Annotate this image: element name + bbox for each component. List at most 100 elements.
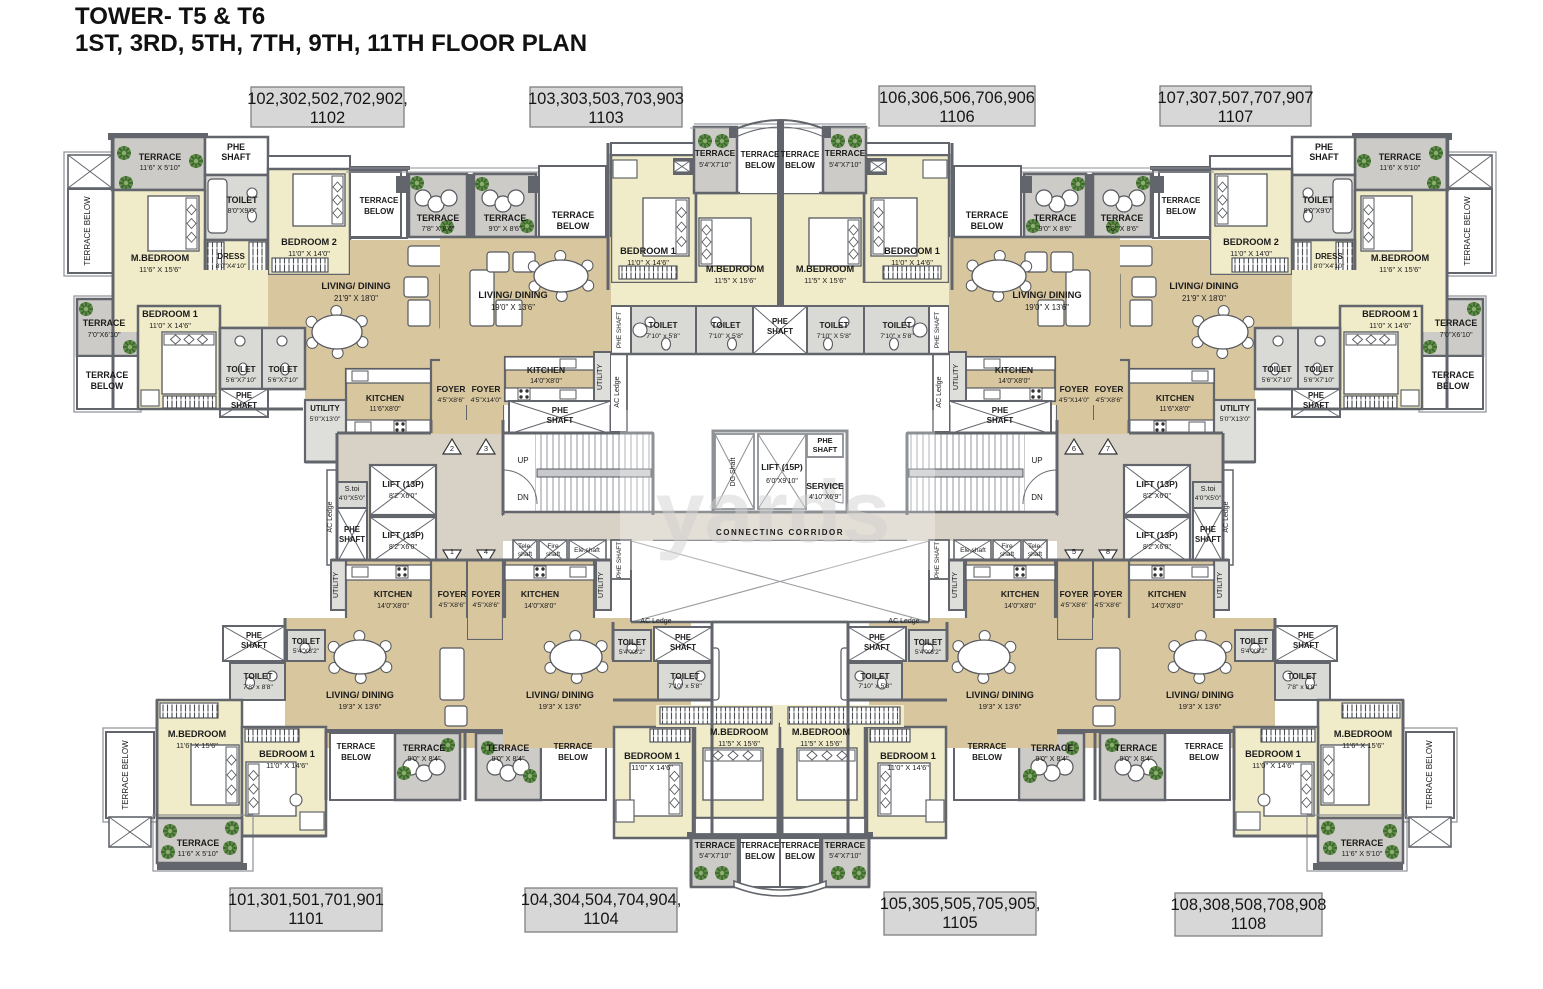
svg-text:BEDROOM 1: BEDROOM 1 bbox=[620, 246, 676, 256]
svg-text:106,306,506,706,906: 106,306,506,706,906 bbox=[879, 89, 1035, 107]
svg-text:SHAFT: SHAFT bbox=[221, 152, 251, 162]
svg-text:11'6" X 15'6": 11'6" X 15'6" bbox=[176, 741, 218, 750]
svg-text:Tele.: Tele. bbox=[518, 543, 532, 550]
svg-text:19'0" X 13'6": 19'0" X 13'6" bbox=[1025, 303, 1069, 312]
svg-text:PHE SHAFT: PHE SHAFT bbox=[616, 312, 623, 349]
svg-text:5'4"X8'2": 5'4"X8'2" bbox=[619, 649, 646, 656]
svg-text:102,302,502,702,902,: 102,302,502,702,902, bbox=[247, 90, 408, 108]
svg-text:BEDROOM 1: BEDROOM 1 bbox=[884, 246, 940, 256]
svg-text:TERRACE: TERRACE bbox=[741, 841, 780, 850]
svg-text:1108: 1108 bbox=[1231, 915, 1266, 933]
svg-text:Ele.shaft: Ele.shaft bbox=[960, 547, 986, 554]
svg-text:11'0" X 14'6": 11'0" X 14'6" bbox=[627, 258, 669, 267]
svg-text:PHE: PHE bbox=[1315, 142, 1333, 152]
svg-text:11'6" X 5'10": 11'6" X 5'10" bbox=[1342, 849, 1383, 858]
svg-text:BELOW: BELOW bbox=[972, 753, 1002, 762]
svg-text:shaft: shaft bbox=[1028, 551, 1042, 558]
svg-text:TERRACE: TERRACE bbox=[177, 838, 220, 848]
svg-text:5'4"X7'10": 5'4"X7'10" bbox=[829, 162, 861, 169]
svg-text:shaft: shaft bbox=[518, 551, 532, 558]
svg-text:M.BEDROOM: M.BEDROOM bbox=[1334, 729, 1393, 739]
svg-text:7'8" x 8'8": 7'8" x 8'8" bbox=[243, 684, 273, 691]
svg-text:4'5"X8'6": 4'5"X8'6" bbox=[437, 397, 465, 404]
svg-text:UTILITY: UTILITY bbox=[1217, 572, 1224, 598]
svg-text:KITCHEN: KITCHEN bbox=[1148, 589, 1186, 599]
svg-text:KITCHEN: KITCHEN bbox=[374, 589, 412, 599]
svg-text:TERRACE: TERRACE bbox=[968, 742, 1007, 751]
svg-text:TOILET: TOILET bbox=[712, 321, 741, 330]
svg-text:TERRACE: TERRACE bbox=[825, 840, 866, 850]
svg-text:KITCHEN: KITCHEN bbox=[521, 589, 559, 599]
svg-text:5'6"X7'10": 5'6"X7'10" bbox=[1304, 377, 1335, 384]
svg-text:BELOW: BELOW bbox=[558, 753, 588, 762]
svg-text:BELOW: BELOW bbox=[745, 161, 775, 170]
svg-text:TOILET: TOILET bbox=[1240, 637, 1268, 646]
svg-text:Tele.: Tele. bbox=[1028, 543, 1042, 550]
svg-text:4'5"X8'6": 4'5"X8'6" bbox=[472, 602, 500, 609]
svg-text:1107: 1107 bbox=[1218, 108, 1253, 126]
svg-text:8'0"X9'0": 8'0"X9'0" bbox=[227, 206, 256, 215]
svg-text:11'0" X 14'6": 11'0" X 14'6" bbox=[891, 258, 933, 267]
svg-text:8'2"X6'0": 8'2"X6'0" bbox=[1143, 493, 1171, 500]
svg-text:M.BEDROOM: M.BEDROOM bbox=[706, 264, 765, 274]
svg-text:5'4"X8'2": 5'4"X8'2" bbox=[1241, 648, 1268, 655]
svg-text:7'10" x 5'8": 7'10" x 5'8" bbox=[668, 683, 702, 690]
svg-text:14'0"X8'0": 14'0"X8'0" bbox=[524, 603, 556, 610]
svg-text:11'5" X 15'6": 11'5" X 15'6" bbox=[804, 276, 846, 285]
svg-text:BELOW: BELOW bbox=[557, 221, 590, 231]
svg-text:Fire: Fire bbox=[547, 543, 559, 550]
svg-text:PHE: PHE bbox=[869, 633, 885, 642]
svg-text:7'8" X 8'6": 7'8" X 8'6" bbox=[421, 224, 455, 233]
svg-text:FOYER: FOYER bbox=[472, 384, 501, 394]
svg-text:AC Ledge: AC Ledge bbox=[327, 501, 334, 532]
svg-text:FOYER: FOYER bbox=[1060, 589, 1089, 599]
svg-text:UTILITY: UTILITY bbox=[953, 364, 960, 390]
svg-text:TERRACE: TERRACE bbox=[695, 840, 736, 850]
svg-text:BEDROOM 1: BEDROOM 1 bbox=[624, 751, 680, 761]
svg-text:shaft: shaft bbox=[1000, 551, 1014, 558]
svg-text:LIVING/ DINING: LIVING/ DINING bbox=[326, 690, 394, 700]
svg-text:8'2"X6'0": 8'2"X6'0" bbox=[1143, 544, 1171, 551]
svg-text:2: 2 bbox=[450, 444, 454, 453]
svg-text:14'0"X8'0": 14'0"X8'0" bbox=[1004, 603, 1036, 610]
svg-text:19'3" X 13'6": 19'3" X 13'6" bbox=[1179, 702, 1222, 711]
svg-text:AC Ledge: AC Ledge bbox=[614, 376, 621, 407]
svg-text:FOYER: FOYER bbox=[472, 589, 501, 599]
svg-text:TOILET: TOILET bbox=[244, 672, 273, 681]
svg-text:11'5" X 15'6": 11'5" X 15'6" bbox=[800, 739, 842, 748]
svg-text:TERRACE: TERRACE bbox=[360, 196, 399, 205]
svg-text:4'5"X8'6": 4'5"X8'6" bbox=[1094, 602, 1122, 609]
svg-text:8: 8 bbox=[1106, 547, 1110, 556]
svg-text:SHAFT: SHAFT bbox=[864, 643, 890, 652]
svg-text:21'9" X 18'0": 21'9" X 18'0" bbox=[1182, 294, 1226, 303]
svg-text:TERRACE BELOW: TERRACE BELOW bbox=[1463, 196, 1472, 266]
svg-text:4'5"X8'6": 4'5"X8'6" bbox=[438, 602, 466, 609]
svg-text:7'8" X 8'6": 7'8" X 8'6" bbox=[1105, 224, 1139, 233]
svg-text:PHE: PHE bbox=[246, 631, 262, 640]
svg-text:11'6" X 15'6": 11'6" X 15'6" bbox=[139, 265, 181, 274]
svg-text:TERRACE: TERRACE bbox=[741, 150, 780, 159]
svg-text:BELOW: BELOW bbox=[745, 852, 775, 861]
svg-text:11'0" X 14'6": 11'0" X 14'6" bbox=[149, 321, 191, 330]
svg-text:5'6"X7'10": 5'6"X7'10" bbox=[1262, 377, 1293, 384]
svg-text:PHE: PHE bbox=[552, 406, 569, 415]
svg-text:UP: UP bbox=[1031, 456, 1042, 465]
svg-text:14'0"X8'0": 14'0"X8'0" bbox=[998, 378, 1030, 385]
svg-text:9'0" X 8'4": 9'0" X 8'4" bbox=[1035, 754, 1069, 763]
svg-text:TOILET: TOILET bbox=[269, 365, 298, 374]
svg-text:11'0" X 14'0": 11'0" X 14'0" bbox=[1230, 249, 1272, 258]
svg-text:11'6" X 5'10": 11'6" X 5'10" bbox=[178, 849, 219, 858]
svg-text:TOILET: TOILET bbox=[1263, 365, 1292, 374]
svg-text:1106: 1106 bbox=[939, 108, 974, 126]
svg-text:TERRACE: TERRACE bbox=[139, 152, 182, 162]
svg-text:BEDROOM 1: BEDROOM 1 bbox=[880, 751, 936, 761]
svg-text:TERRACE BELOW: TERRACE BELOW bbox=[83, 196, 92, 266]
svg-text:TOILET: TOILET bbox=[1302, 195, 1334, 205]
svg-text:SHAFT: SHAFT bbox=[1293, 641, 1319, 650]
svg-text:DRESS: DRESS bbox=[1315, 252, 1343, 261]
svg-text:M.BEDROOM: M.BEDROOM bbox=[710, 727, 769, 737]
svg-text:4'5"X8'6": 4'5"X8'6" bbox=[1095, 397, 1123, 404]
svg-text:TOWER- T5 & T6: TOWER- T5 & T6 bbox=[75, 3, 265, 30]
svg-text:BELOW: BELOW bbox=[785, 852, 815, 861]
svg-text:TERRACE: TERRACE bbox=[1031, 743, 1074, 753]
